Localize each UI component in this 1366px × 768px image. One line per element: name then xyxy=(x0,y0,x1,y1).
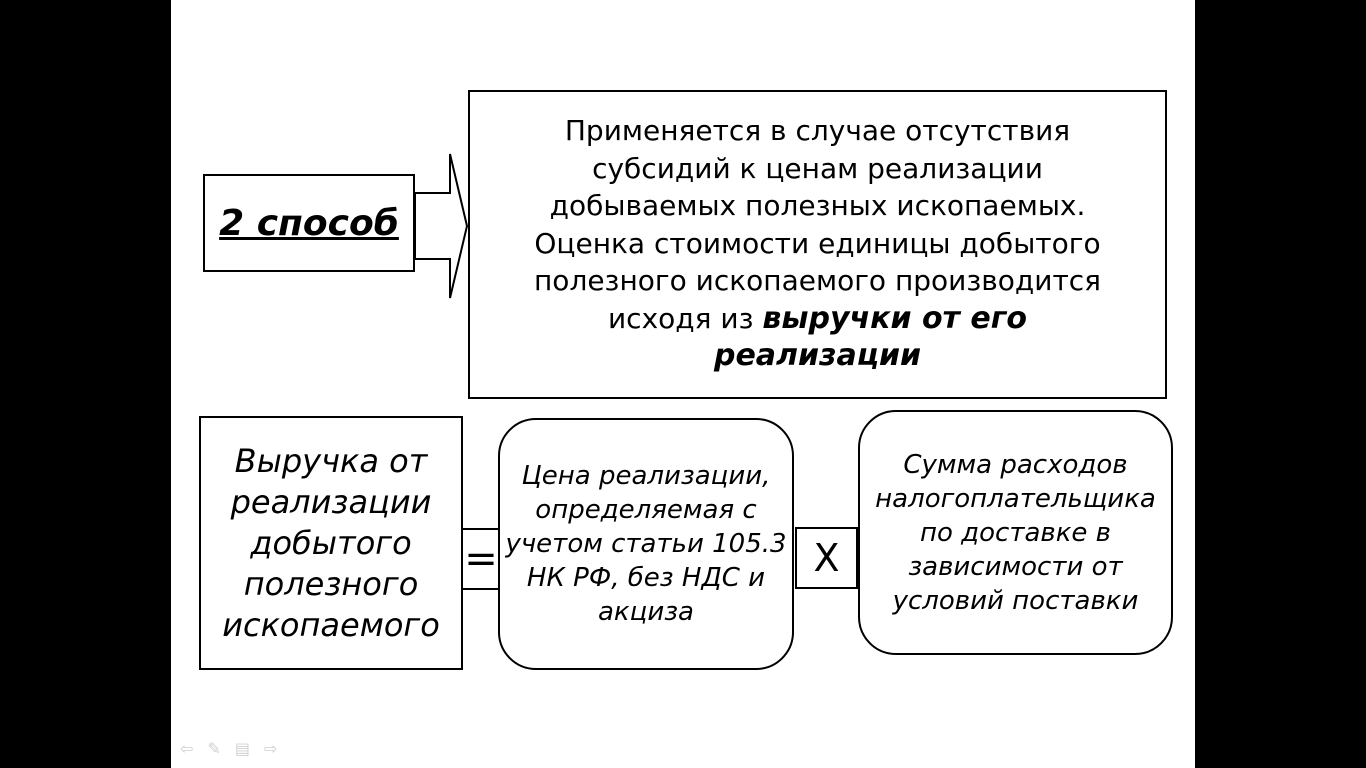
price-box: Цена реализации, определяемая с учетом с… xyxy=(498,418,794,670)
forward-arrow-icon[interactable]: ⇨ xyxy=(263,739,278,758)
slide-nav: ⇦ ✎ ▤ ⇨ xyxy=(180,739,277,758)
method-label: 2 способ xyxy=(203,174,415,272)
description-text: Применяется в случае отсутствия субсидий… xyxy=(534,114,1101,335)
revenue-box: Выручка от реализации добытого полезного… xyxy=(199,416,463,670)
equals-sign: = xyxy=(463,528,499,590)
method-description: Применяется в случае отсутствия субсидий… xyxy=(468,90,1167,399)
pen-icon[interactable]: ✎ xyxy=(207,739,221,758)
costs-text: Сумма расходов налогоплательщика по дост… xyxy=(875,449,1156,616)
description-emphasis: выручки от его реализации xyxy=(713,300,1028,374)
price-text: Цена реализации, определяемая с учетом с… xyxy=(505,461,787,627)
revenue-text: Выручка от реализации добытого полезного… xyxy=(222,441,440,644)
costs-box: Сумма расходов налогоплательщика по дост… xyxy=(858,410,1173,655)
back-arrow-icon[interactable]: ⇦ xyxy=(180,739,194,758)
multiply-sign: X xyxy=(795,527,858,589)
right-arrow-icon xyxy=(414,153,469,299)
menu-icon[interactable]: ▤ xyxy=(234,739,250,758)
